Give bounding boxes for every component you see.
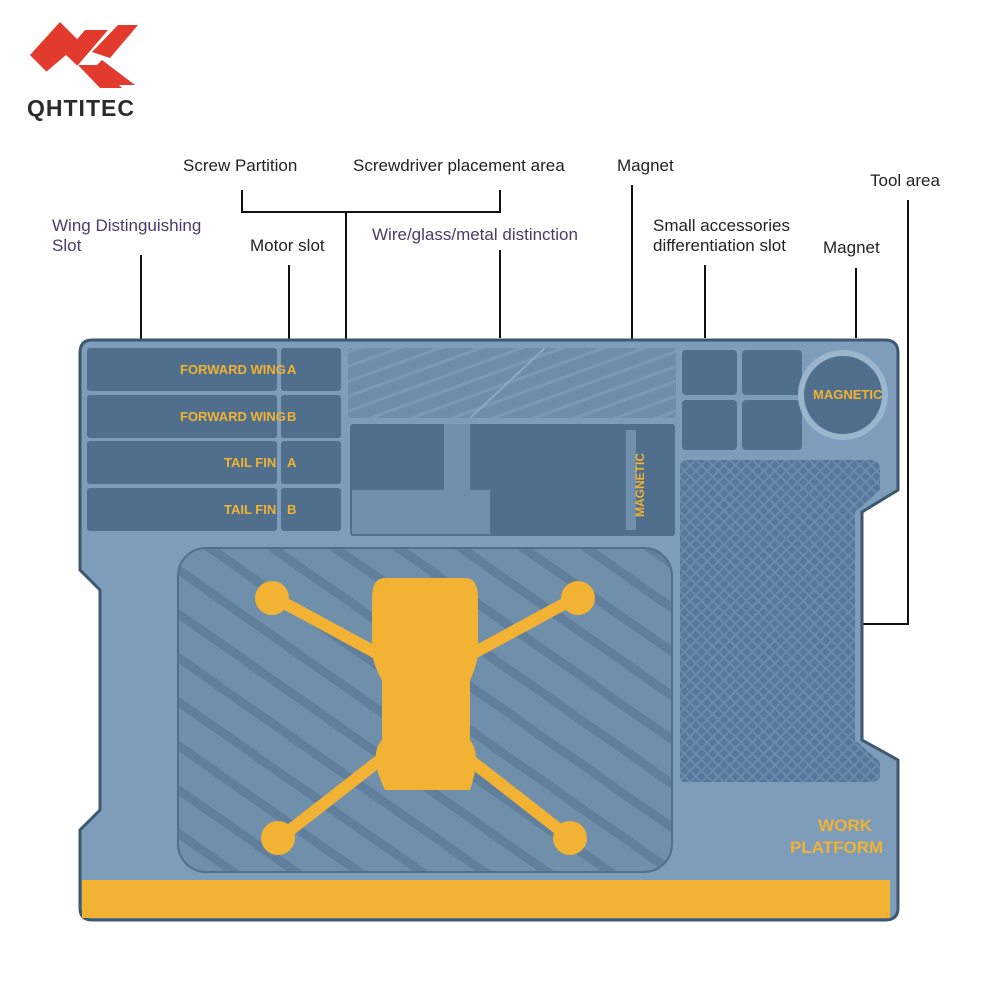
wing-row-2-tag: B bbox=[287, 409, 297, 424]
brand-name: QHTITEC bbox=[27, 95, 135, 121]
magnetic-round-label: MAGNETIC bbox=[813, 387, 883, 402]
logo-icon bbox=[30, 22, 138, 92]
wing-row-4-tag: B bbox=[287, 502, 297, 517]
callout-magnet-right: Magnet bbox=[823, 238, 880, 257]
work-line1: WORK bbox=[818, 816, 872, 835]
callout-wire-glass-metal: Wire/glass/metal distinction bbox=[372, 225, 578, 244]
wing-row-1-tag: A bbox=[287, 362, 297, 377]
callout-screwdriver-area: Screwdriver placement area bbox=[353, 156, 565, 175]
wing-row-3-tag: A bbox=[287, 455, 297, 470]
callout-small-acc-line1: Small accessories bbox=[653, 216, 790, 235]
callout-tool-area: Tool area bbox=[870, 171, 940, 190]
magnetic-vertical-label: MAGNETIC bbox=[633, 453, 647, 517]
callout-wing-slot-line1: Wing Distinguishing bbox=[52, 216, 202, 235]
wing-row-3-label: TAIL FIN bbox=[224, 455, 277, 470]
wing-row-1-label: FORWARD WING bbox=[180, 362, 286, 377]
work-platform-label: WORK PLATFORM bbox=[790, 815, 884, 859]
wing-row-4-label: TAIL FIN bbox=[224, 502, 277, 517]
wing-row-2-label: FORWARD WING bbox=[180, 409, 286, 424]
callout-screw-partition: Screw Partition bbox=[183, 156, 298, 175]
callout-small-acc-line2: differentiation slot bbox=[653, 236, 786, 255]
callout-magnet-top: Magnet bbox=[617, 156, 674, 175]
callout-wing-slot-line2: Slot bbox=[52, 236, 82, 255]
callout-motor-slot: Motor slot bbox=[250, 236, 325, 255]
work-line2: PLATFORM bbox=[790, 838, 884, 857]
silicone-mat bbox=[78, 338, 900, 922]
